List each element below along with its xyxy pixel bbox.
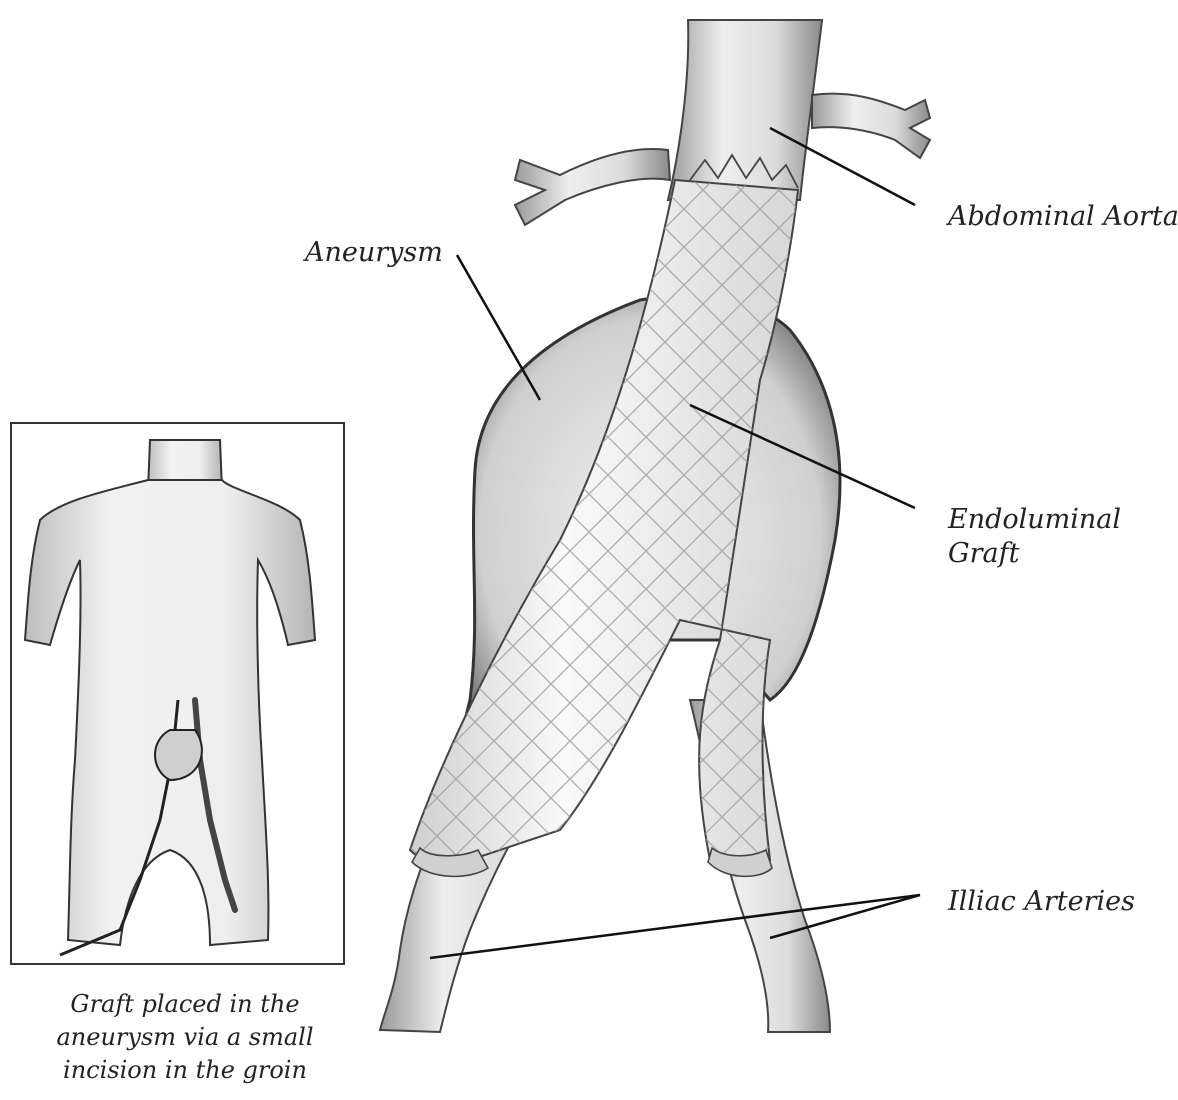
label-endoluminal-graft-line1: Endoluminal	[948, 503, 1121, 537]
label-abdominal-aorta: Abdominal Aorta	[948, 200, 1178, 234]
label-endoluminal-graft: Endoluminal Graft	[948, 503, 1121, 571]
inset-caption: Graft placed in the aneurysm via a small…	[20, 988, 350, 1087]
abdominal-aorta	[668, 20, 822, 200]
caption-line-3: incision in the groin	[20, 1054, 350, 1087]
caption-line-2: aneurysm via a small	[20, 1021, 350, 1054]
caption-line-1: Graft placed in the	[20, 988, 350, 1021]
leader-aneurysm	[457, 255, 540, 400]
left-renal-artery	[515, 149, 670, 225]
label-endoluminal-graft-line2: Graft	[948, 537, 1121, 571]
leader-iliac-left	[430, 895, 920, 958]
torso-inset-frame	[10, 422, 345, 965]
right-renal-artery	[812, 94, 930, 158]
label-iliac-arteries: Illiac Arteries	[948, 885, 1135, 919]
label-aneurysm: Aneurysm	[305, 236, 443, 270]
aorta-illustration	[380, 20, 930, 1032]
